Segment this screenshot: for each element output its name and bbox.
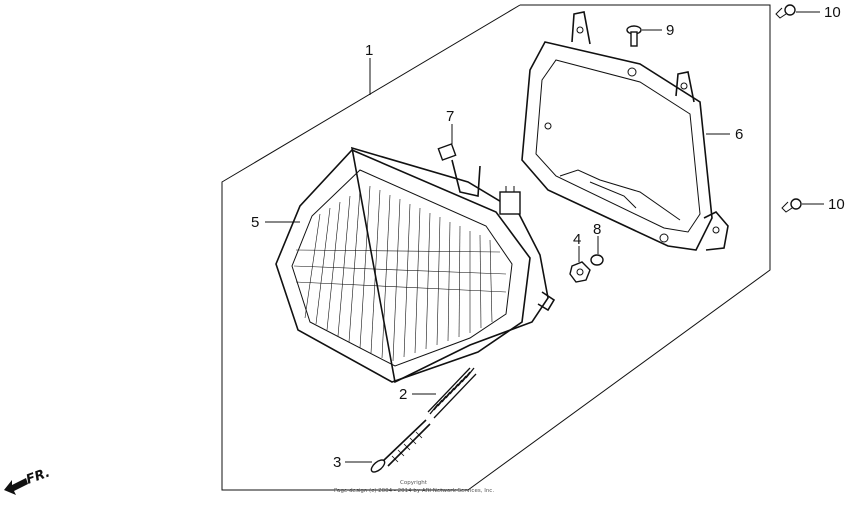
headlight-unit: [275, 146, 556, 384]
callout-3: 3: [333, 454, 341, 471]
leader-lines: [265, 11, 824, 463]
copyright-line-2: Page design (c) 2004 - 2014 by ARI Netwo…: [334, 488, 494, 494]
callout-2: 2: [399, 386, 407, 403]
lens-ribs: [293, 185, 507, 362]
callout-6: 6: [735, 126, 743, 143]
front-direction-label: FR.: [24, 465, 52, 487]
callout-10-top: 10: [824, 4, 841, 21]
adjusting-nut-7: [437, 143, 457, 161]
callout-9: 9: [666, 22, 674, 39]
front-direction-marker: FR.: [4, 465, 52, 495]
callout-4: 4: [573, 231, 581, 248]
headlight-case: [521, 11, 729, 251]
adjusting-screw-3: [370, 419, 431, 473]
nut-4: [569, 261, 591, 283]
assembly-boundary: [221, 4, 771, 491]
callout-8: 8: [593, 221, 601, 238]
callout-5: 5: [251, 214, 259, 231]
callout-7: 7: [446, 108, 454, 125]
screw-9: [626, 25, 642, 47]
callout-10-bottom: 10: [828, 196, 845, 213]
front-arrow-icon: [4, 478, 28, 495]
clip-10-top: [775, 4, 796, 19]
copyright-line-1: Copyright: [400, 480, 428, 486]
spring-2: [427, 367, 477, 419]
clip-10-bottom: [781, 198, 802, 213]
grommet-8: [590, 254, 604, 266]
callout-1: 1: [365, 42, 373, 59]
